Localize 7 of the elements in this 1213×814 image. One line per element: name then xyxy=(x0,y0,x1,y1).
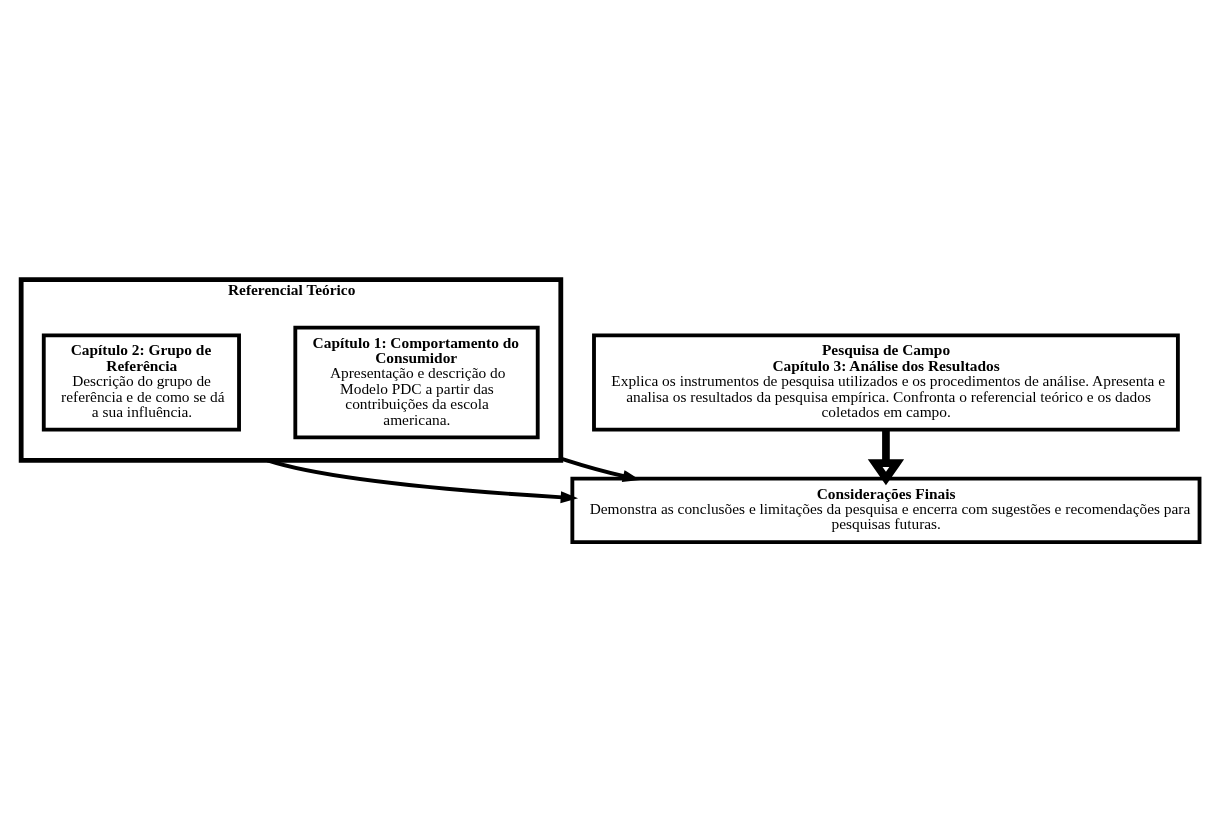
node-box: Pesquisa de Campo Capítulo 3: Análise dos Resultados Explica os instrumentos de pesquisa utilizados e os procedimentos de análise. Apresenta e analisa os resultados da pesquisa empírica. Confronta o referencial teórico e os dados coletados em campo. xyxy=(592,333,1180,432)
node-box: Capítulo 1: Comportamento do Consumidor Apresentação e descrição do Modelo PDC a partir das contribuições da escola americana. xyxy=(293,325,540,440)
arrow xyxy=(867,429,905,486)
arrow xyxy=(266,458,579,504)
node-box: Considerações Finais Demonstra as conclusões e limitações da pesquisa e encerra com sugestões e recomendações para pesquisas futuras. xyxy=(570,476,1202,545)
node-box: Capítulo 2: Grupo de Referência Descrição do grupo de referência e de como se dá a sua influência. xyxy=(41,333,241,432)
arrow xyxy=(560,456,641,482)
